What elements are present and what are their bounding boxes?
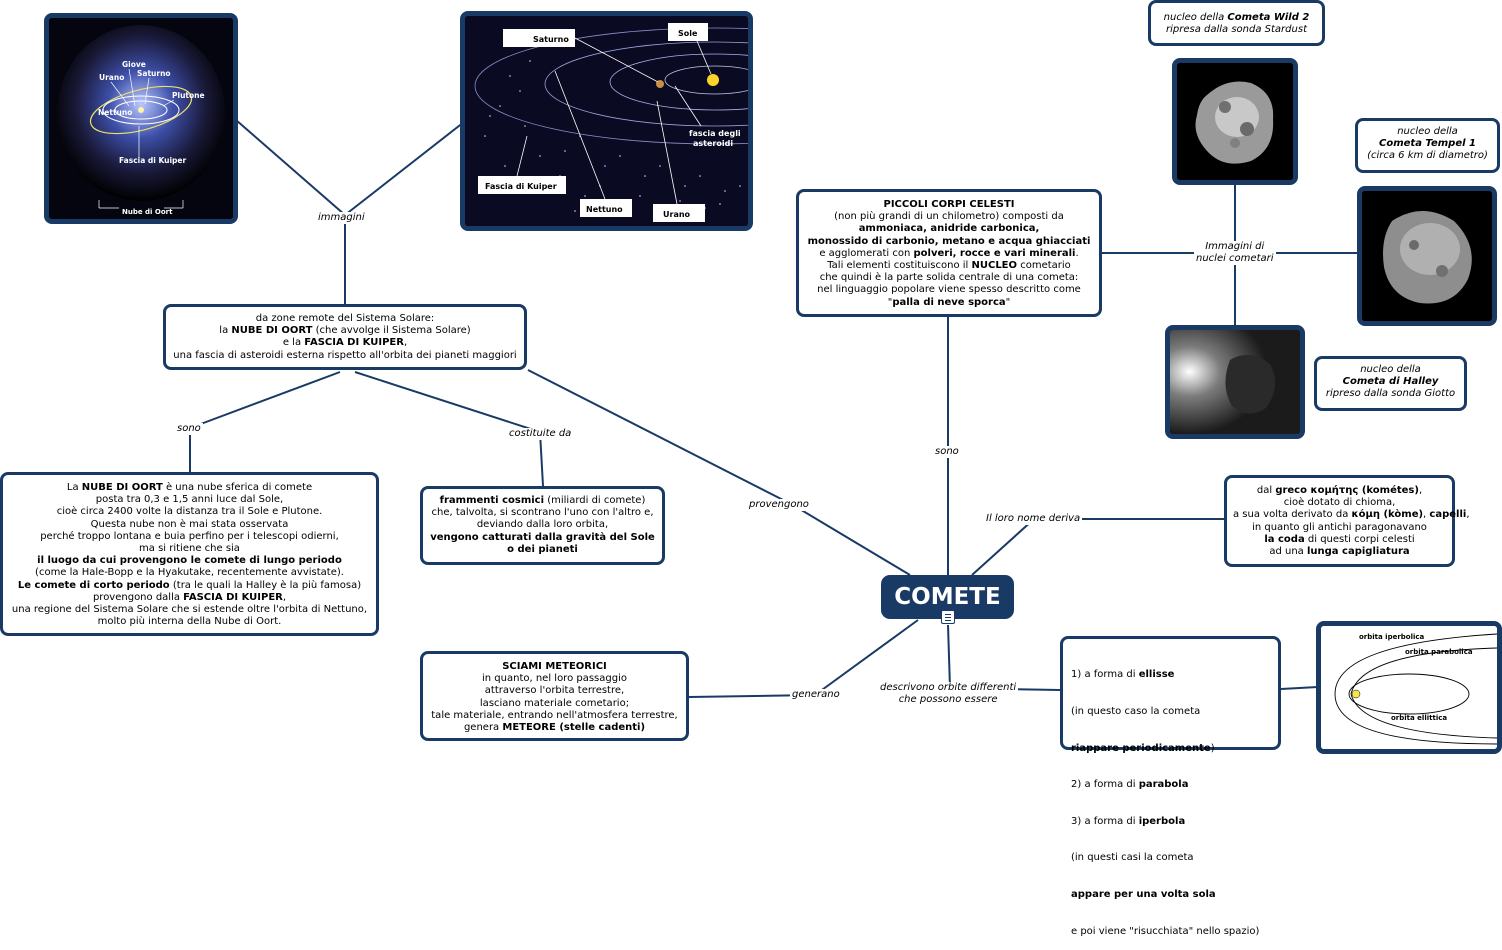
label-sono-left: sono: [175, 423, 203, 435]
node-sciami-meteorici: SCIAMI METEORICI in quanto, nel loro pas…: [420, 651, 689, 741]
orbit-label-iperbolica: orbita iperbolica: [1359, 633, 1425, 641]
label-immagini: immagini: [316, 212, 367, 224]
label-immagini-nuclei: Immagini di nuclei cometari: [1194, 241, 1276, 265]
kuiper-label-sole: Sole: [678, 29, 698, 38]
label-nome-deriva: Il loro nome deriva: [984, 513, 1083, 525]
label-orbite: descrivono orbite differenti che possono…: [878, 682, 1019, 706]
halley-nucleus-image: [1165, 325, 1305, 439]
kuiper-label-nettuno: Nettuno: [586, 205, 623, 214]
node-tipi-di-orbite: 1) a forma di ellisse (in questo caso la…: [1060, 636, 1281, 937]
label-sono-top: sono: [933, 446, 961, 458]
note-icon[interactable]: [941, 610, 955, 624]
kuiper-label-kuiper: Fascia di Kuiper: [485, 182, 557, 191]
kuiper-label-saturno: Saturno: [533, 35, 569, 44]
wild2-nucleus-image: [1172, 58, 1298, 185]
oort-label-plutone: Plutone: [172, 91, 205, 100]
node-nube-di-oort: La NUBE DI OORT è una nube sferica di co…: [0, 472, 379, 636]
node-piccoli-corpi-celesti: PICCOLI CORPI CELESTI (non più grandi di…: [796, 189, 1102, 317]
kuiper-label-fascia-2: asteroidi: [693, 139, 733, 148]
orbit-label-parabolica: orbita parabolica: [1405, 648, 1473, 656]
label-costituite-da: costituite da: [507, 428, 574, 440]
oort-cloud-image: Giove Saturno Urano Plutone Nettuno Fasc…: [44, 13, 238, 224]
kuiper-label-fascia-1: fascia degli: [689, 129, 741, 138]
orbit-label-ellittica: orbita ellittica: [1391, 714, 1447, 722]
caption-tempel1: nucleo della Cometa Tempel 1 (circa 6 km…: [1355, 118, 1500, 173]
kuiper-tag-saturno-bg: [503, 29, 575, 47]
caption-halley: nucleo della Cometa di Halley ripreso da…: [1314, 356, 1467, 411]
label-provengono: provengono: [747, 499, 811, 511]
kuiper-label-urano: Urano: [663, 210, 691, 219]
orbits-diagram-image: orbita iperbolica orbita parabolica orbi…: [1316, 621, 1502, 754]
oort-label-kuiper: Fascia di Kuiper: [119, 156, 186, 165]
oort-label-urano: Urano: [99, 73, 124, 82]
label-generano: generano: [790, 689, 842, 701]
caption-wild2: nucleo della Cometa Wild 2 ripresa dalla…: [1148, 0, 1325, 46]
node-etimologia: dal greco κομήτης (kométes), cioè dotato…: [1224, 475, 1470, 567]
oort-label-giove: Giove: [122, 60, 146, 69]
node-zone-remote: da zone remote del Sistema Solare: la NU…: [163, 304, 527, 370]
oort-label-nube: Nube di Oort: [122, 208, 173, 216]
kuiper-belt-image: Saturno Sole Fascia di Kuiper Nettuno Ur…: [460, 11, 753, 231]
tempel1-nucleus-image: [1357, 186, 1497, 326]
oort-label-saturno: Saturno: [137, 69, 171, 78]
node-frammenti-cosmici: frammenti cosmici (miliardi di comete) c…: [420, 486, 665, 565]
oort-label-nettuno: Nettuno: [98, 108, 132, 117]
